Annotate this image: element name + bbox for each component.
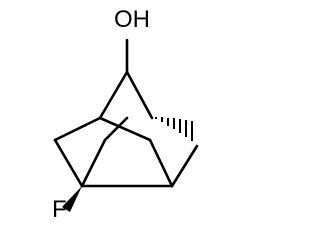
bond-left-lower — [53, 138, 84, 188]
bond-inner-right — [148, 138, 174, 188]
bond-left-upper — [53, 116, 102, 142]
bond-left-bridge — [98, 116, 152, 142]
bond-right-lower — [170, 144, 199, 188]
solid-wedge-bond — [62, 186, 82, 212]
bond-cf-inner — [80, 138, 107, 188]
bond-inner-left — [103, 116, 129, 142]
bond-top-right — [125, 70, 154, 120]
bond-top-left — [98, 70, 129, 120]
hashed-wedge-bond — [155, 117, 193, 141]
fluorine-label: F — [52, 196, 67, 223]
structure-canvas: OH F — [52, 6, 199, 223]
hydroxyl-label: OH — [114, 6, 150, 33]
skeletal-structure — [53, 38, 199, 212]
